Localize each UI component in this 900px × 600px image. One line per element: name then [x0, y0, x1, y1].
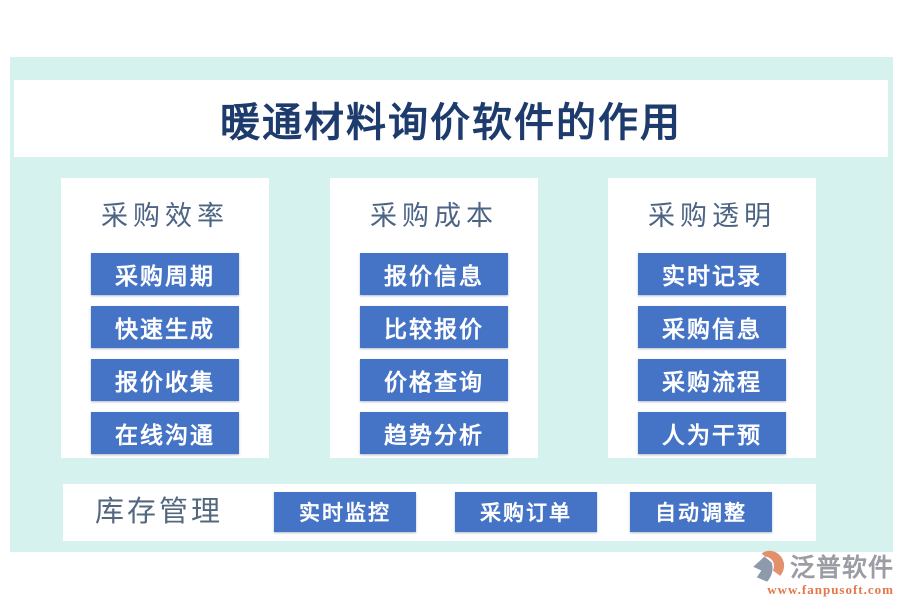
page-title: 暖通材料询价软件的作用	[220, 99, 682, 145]
feature-button[interactable]: 快速生成	[91, 306, 239, 348]
brand-footer: 泛普软件 www.fanpusoft.com	[750, 547, 894, 598]
brand-name: 泛普软件	[789, 555, 894, 582]
feature-button[interactable]: 采购订单	[455, 492, 597, 532]
inventory-panel: 库存管理 实时监控 采购订单 自动调整	[63, 484, 816, 541]
feature-button[interactable]: 采购信息	[638, 306, 786, 348]
column-procurement-efficiency: 采购效率 采购周期 快速生成 报价收集 在线沟通	[61, 178, 269, 458]
fanpu-logo-icon	[753, 550, 785, 582]
feature-button[interactable]: 人为干预	[638, 412, 786, 454]
column-header: 采购效率	[101, 201, 229, 231]
column-procurement-transparency: 采购透明 实时记录 采购信息 采购流程 人为干预	[608, 178, 816, 458]
feature-button[interactable]: 报价收集	[91, 359, 239, 401]
title-bar: 暖通材料询价软件的作用	[14, 80, 888, 157]
main-panel: 暖通材料询价软件的作用 采购效率 采购周期 快速生成 报价收集 在线沟通 采购成…	[10, 57, 893, 552]
column-header: 采购成本	[370, 201, 498, 231]
feature-button[interactable]: 采购流程	[638, 359, 786, 401]
brand-row: 泛普软件	[750, 547, 894, 585]
feature-button[interactable]: 比较报价	[360, 306, 508, 348]
feature-button[interactable]: 采购周期	[91, 253, 239, 295]
brand-url: www.fanpusoft.com	[767, 582, 894, 597]
feature-button[interactable]: 报价信息	[360, 253, 508, 295]
feature-button[interactable]: 实时记录	[638, 253, 786, 295]
column-header: 采购透明	[648, 201, 776, 231]
column-procurement-cost: 采购成本 报价信息 比较报价 价格查询 趋势分析	[330, 178, 538, 458]
feature-button[interactable]: 价格查询	[360, 359, 508, 401]
feature-button[interactable]: 在线沟通	[91, 412, 239, 454]
feature-button[interactable]: 实时监控	[274, 492, 416, 532]
feature-button[interactable]: 自动调整	[630, 492, 772, 532]
inventory-label: 库存管理	[95, 496, 224, 528]
feature-button[interactable]: 趋势分析	[360, 412, 508, 454]
